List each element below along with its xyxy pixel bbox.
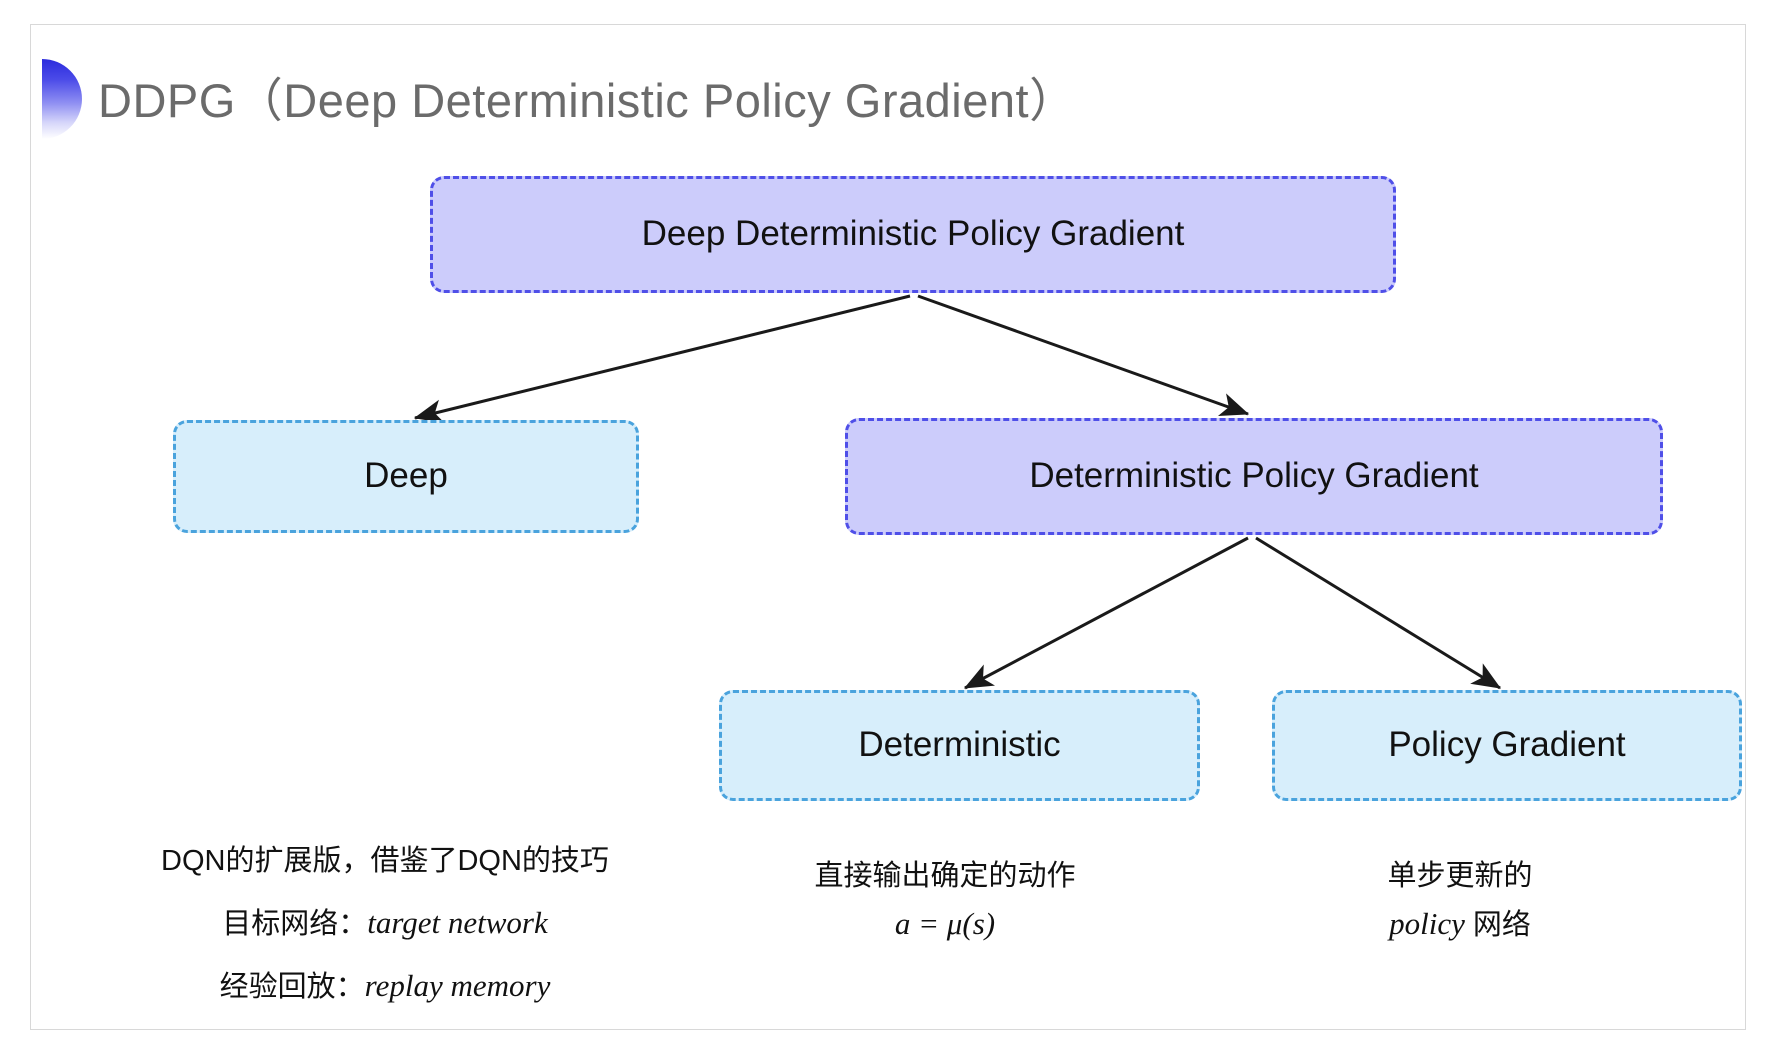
note-deterministic: 直接输出确定的动作 a = μ(s) <box>730 852 1160 949</box>
note-policy-gradient-line1: 单步更新的 <box>1387 860 1533 892</box>
note-deep-line3: 经验回放：replay memory <box>219 968 551 1003</box>
node-deterministic-policy-gradient[interactable]: Deterministic Policy Gradient <box>845 418 1663 535</box>
node-deep[interactable]: Deep <box>173 420 639 533</box>
title-decoration-icon <box>42 59 82 139</box>
edge-root-dpg <box>917 294 1250 417</box>
note-deterministic-line1: 直接输出确定的动作 <box>814 860 1076 892</box>
node-policy-gradient[interactable]: Policy Gradient <box>1272 690 1742 801</box>
edge-dpg-policy-gradient <box>1255 536 1502 690</box>
note-policy-gradient: 单步更新的 policy 网络 <box>1290 852 1630 949</box>
page-title: DDPG（Deep Deterministic Policy Gradient） <box>98 74 1077 127</box>
edge-dpg-deterministic <box>963 536 1249 690</box>
node-deep-deterministic-policy-gradient[interactable]: Deep Deterministic Policy Gradient <box>430 176 1396 293</box>
edge-root-deep <box>413 294 911 424</box>
note-deep-line1: DQN的扩展版，借鉴了DQN的技巧 <box>161 845 609 877</box>
note-deep: DQN的扩展版，借鉴了DQN的技巧 目标网络：target network 经验… <box>100 830 670 1018</box>
node-deterministic[interactable]: Deterministic <box>719 690 1200 801</box>
note-deep-line2: 目标网络：target network <box>222 905 548 940</box>
note-deterministic-formula: a = μ(s) <box>894 906 996 941</box>
note-policy-gradient-line2: policy 网络 <box>1389 906 1531 941</box>
